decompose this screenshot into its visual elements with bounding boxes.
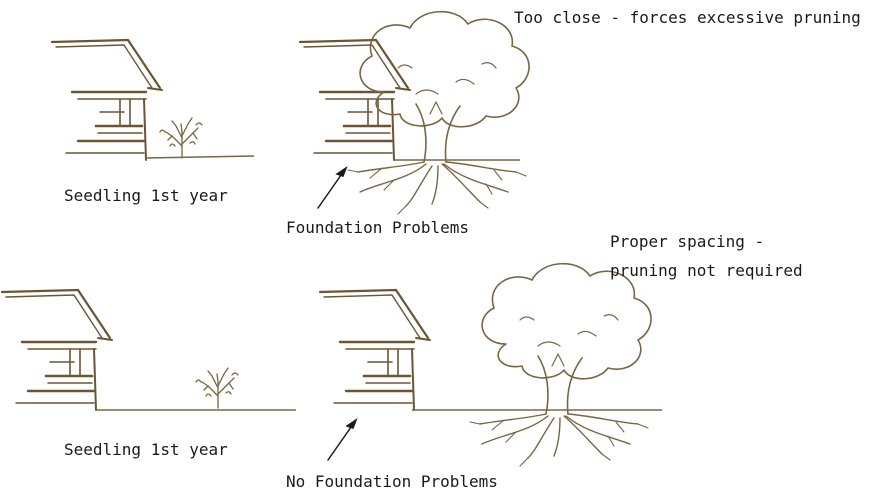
row2-right-note-line2: pruning not required — [610, 261, 803, 280]
row1-right-caption: Foundation Problems — [286, 218, 470, 237]
row2-left-house-illustration — [0, 288, 296, 412]
row2-right-note-line1: Proper spacing - — [610, 232, 765, 251]
row1-left-house-illustration — [50, 38, 255, 162]
row1-right-house-tree-illustration — [298, 10, 530, 215]
row2-right-house-tree-illustration — [318, 262, 662, 467]
row2-left-caption: Seedling 1st year — [64, 440, 228, 459]
row1-arrow-icon — [317, 167, 347, 209]
row1-right-note: Too close - forces excessive pruning — [514, 8, 861, 27]
row2-right-caption: No Foundation Problems — [286, 472, 498, 491]
row1-left-caption: Seedling 1st year — [64, 186, 228, 205]
row2-arrow-icon — [327, 419, 357, 461]
